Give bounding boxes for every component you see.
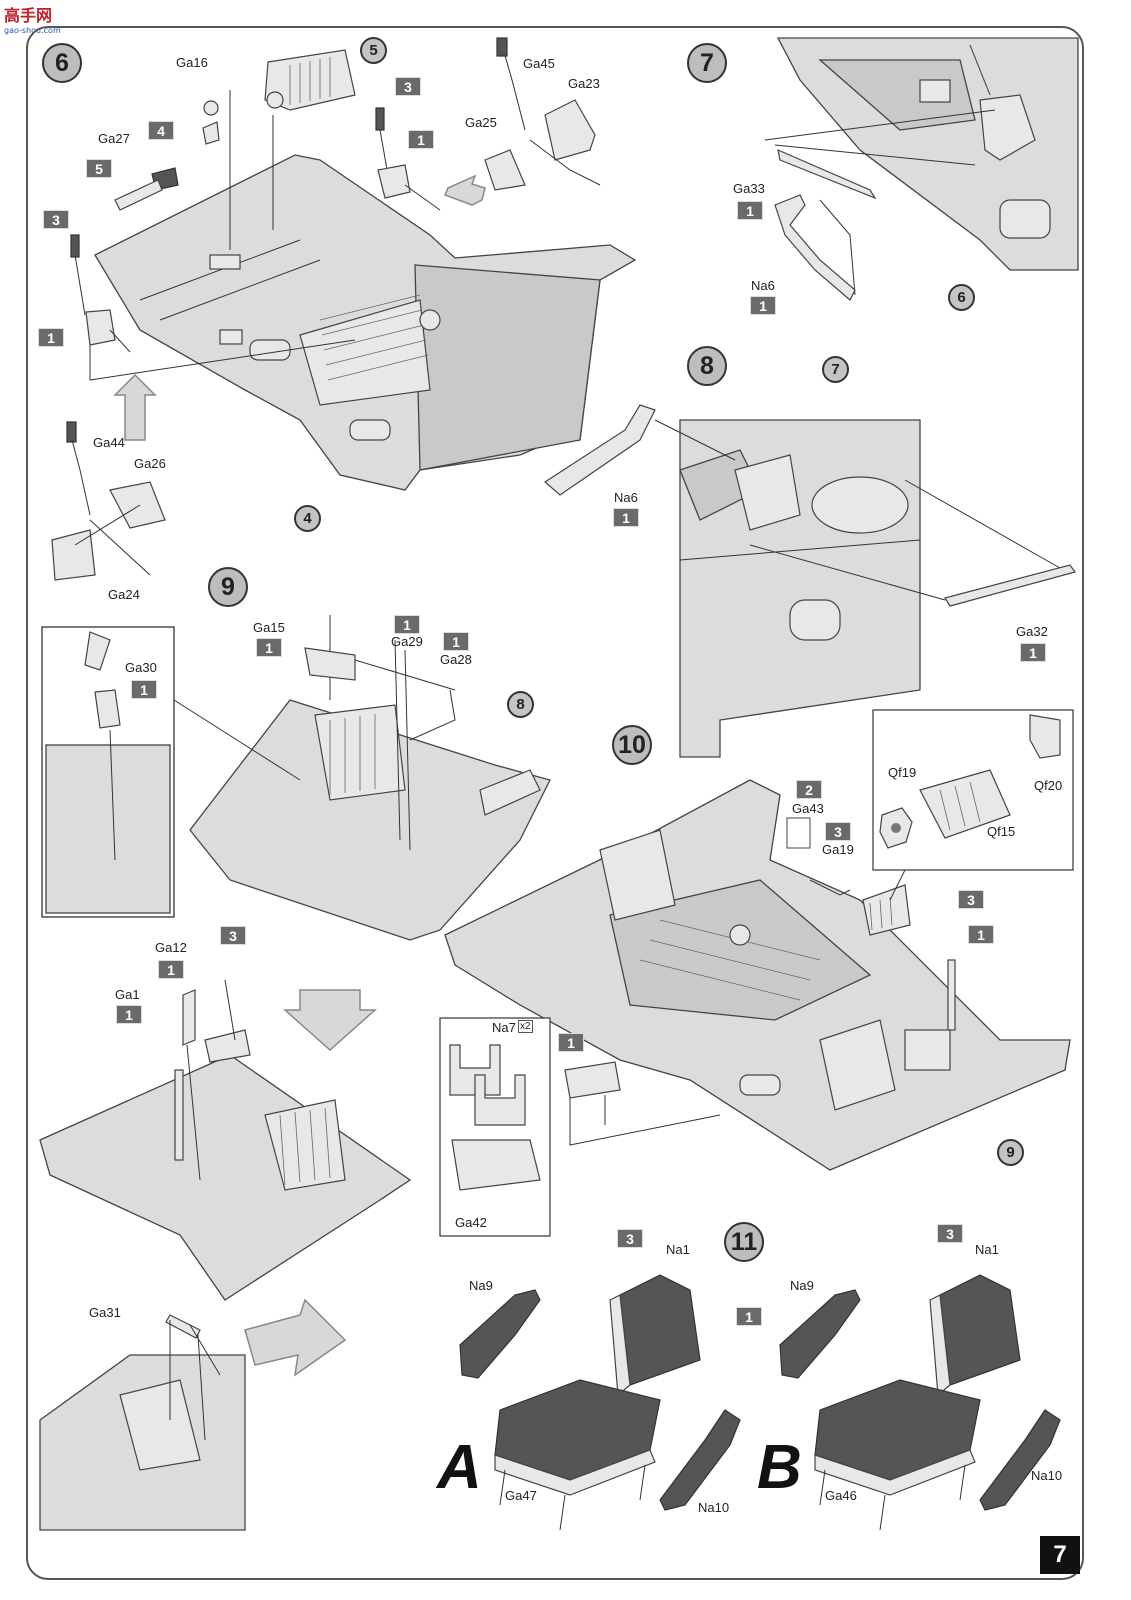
part-label: Ga26 <box>134 456 166 471</box>
color-code: 1 <box>38 328 64 347</box>
step7-hull-detail <box>776 37 1079 271</box>
part-label: Qf19 <box>888 765 917 780</box>
part-label: Na9 <box>469 1278 493 1293</box>
part-label: Na10 <box>698 1500 730 1515</box>
part-label: Qf15 <box>987 824 1016 839</box>
part-label: Ga12 <box>155 940 187 955</box>
part-label: Na6 <box>751 278 775 293</box>
color-code: 1 <box>408 130 434 149</box>
part-label: Ga23 <box>568 76 600 91</box>
step-9-marker: 9 <box>208 567 248 607</box>
color-code: 4 <box>148 121 174 140</box>
part-label: Ga24 <box>108 587 140 602</box>
part-label: Ga19 <box>822 842 854 857</box>
step-7-marker: 7 <box>687 43 727 83</box>
color-code: 1 <box>131 680 157 699</box>
part-label: Ga44 <box>93 435 125 450</box>
logo-url: gao-shou.com <box>4 26 61 35</box>
step10-hull <box>444 779 1071 1171</box>
step9-detail-crop <box>39 1354 246 1531</box>
color-code: 3 <box>395 77 421 96</box>
step-8-marker: 8 <box>687 346 727 386</box>
part-label: Na1 <box>666 1242 690 1257</box>
color-code: 5 <box>86 159 112 178</box>
part-label: Ga16 <box>176 55 208 70</box>
step6-hull-floor <box>94 154 637 491</box>
ref-7: 7 <box>822 356 849 383</box>
step8-hull-detail <box>679 419 921 758</box>
color-code: 1 <box>116 1005 142 1024</box>
color-code: 3 <box>958 890 984 909</box>
color-code: 2 <box>796 780 822 799</box>
site-logo: 高手网 gao-shou.com <box>4 2 68 38</box>
ref-8: 8 <box>507 691 534 718</box>
step9-hull <box>189 699 551 941</box>
color-code: 1 <box>968 925 994 944</box>
color-code: 3 <box>825 822 851 841</box>
part-label: Na9 <box>790 1278 814 1293</box>
part-label: Na7 <box>492 1020 516 1035</box>
color-code: 3 <box>220 926 246 945</box>
color-code: 1 <box>558 1033 584 1052</box>
logo-text: 高手网 <box>4 6 53 25</box>
part-label: Ga45 <box>523 56 555 71</box>
color-code: 1 <box>443 632 469 651</box>
part-label: Qf20 <box>1034 778 1063 793</box>
part-label: Ga43 <box>792 801 824 816</box>
part-label: Na6 <box>614 490 638 505</box>
color-code: 1 <box>737 201 763 220</box>
ref-6: 6 <box>948 284 975 311</box>
color-code: 3 <box>617 1229 643 1248</box>
step-10-marker: 10 <box>612 725 652 765</box>
part-label: Ga33 <box>733 181 765 196</box>
quantity-badge: x2 <box>518 1020 533 1033</box>
color-code: 1 <box>394 615 420 634</box>
color-code: 3 <box>43 210 69 229</box>
color-code: 3 <box>937 1224 963 1243</box>
part-label: Ga28 <box>440 652 472 667</box>
color-code: 1 <box>256 638 282 657</box>
ref-5: 5 <box>360 37 387 64</box>
variant-a-label: A <box>437 1433 482 1502</box>
color-code: 1 <box>736 1307 762 1326</box>
part-label: Na10 <box>1031 1468 1063 1483</box>
part-label: Ga42 <box>455 1215 487 1230</box>
step11-seat-a <box>459 1274 741 1531</box>
page-number: 7 <box>1040 1536 1080 1574</box>
color-code: 1 <box>750 296 776 315</box>
part-label: Ga25 <box>465 115 497 130</box>
color-code: 1 <box>613 508 639 527</box>
step-11-marker: 11 <box>724 1222 764 1262</box>
ref-9: 9 <box>997 1139 1024 1166</box>
part-label: Ga15 <box>253 620 285 635</box>
color-code: 1 <box>1020 643 1046 662</box>
part-label: Ga32 <box>1016 624 1048 639</box>
part-label: Ga30 <box>125 660 157 675</box>
page-border <box>26 26 1084 1580</box>
part-label: Ga29 <box>391 634 423 649</box>
variant-b-label: B <box>757 1433 802 1502</box>
step11-seat-b <box>779 1274 1061 1531</box>
ref-4: 4 <box>294 505 321 532</box>
part-label: Ga46 <box>825 1488 857 1503</box>
step9-hull-lower <box>39 1054 412 1301</box>
step-6-marker: 6 <box>42 43 82 83</box>
part-label: Ga1 <box>115 987 140 1002</box>
step6-engine <box>264 49 356 111</box>
part-label: Ga31 <box>89 1305 121 1320</box>
color-code: 1 <box>158 960 184 979</box>
part-label: Ga27 <box>98 131 130 146</box>
part-label: Na1 <box>975 1242 999 1257</box>
part-label: Ga47 <box>505 1488 537 1503</box>
